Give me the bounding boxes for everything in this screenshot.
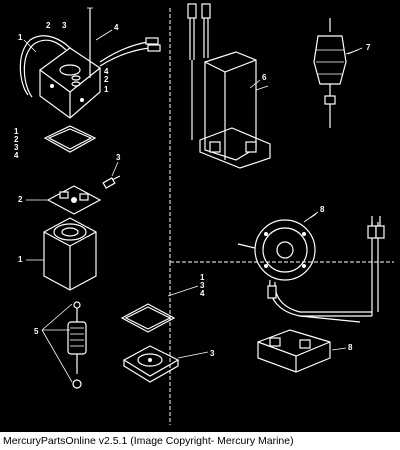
stack-right-3: 3 — [200, 281, 205, 290]
stack-left-4: 4 — [14, 151, 19, 160]
image-caption: MercuryPartsOnline v2.5.1 (Image Copyrig… — [3, 435, 294, 447]
callout-3-bottom: 3 — [210, 349, 215, 358]
armature — [67, 301, 87, 389]
stack-left-1: 1 — [14, 127, 19, 136]
divider-lines — [169, 8, 394, 425]
callout-4-top: 4 — [114, 23, 119, 32]
brush-plate — [46, 175, 121, 215]
callout-3-top: 3 — [62, 21, 67, 30]
callout-2-top: 2 — [46, 21, 51, 30]
callout-6: 6 — [262, 73, 267, 82]
callout-5: 5 — [34, 327, 39, 336]
callout-1-mid: 1 — [18, 255, 23, 264]
callout-2-mid: 2 — [18, 195, 23, 204]
stack-left-2: 2 — [14, 135, 19, 144]
callout-labels: 1 2 3 4 4 2 1 6 7 1 2 3 4 3 2 1 8 1 3 4 … — [14, 21, 371, 358]
terminal-block — [257, 329, 331, 373]
caption-bar — [0, 432, 400, 450]
end-cap — [122, 345, 180, 383]
callout-7: 7 — [366, 43, 371, 52]
gasket-lower — [120, 303, 176, 333]
stack-left-3: 3 — [14, 143, 19, 152]
callout-3-mid: 3 — [116, 153, 121, 162]
callout-2-top-b: 2 — [104, 75, 109, 84]
stack-right-4: 4 — [200, 289, 205, 298]
callout-4-top-b: 4 — [104, 67, 109, 76]
parts-diagram: 1 2 3 4 4 2 1 6 7 1 2 3 4 3 2 1 8 1 3 4 … — [14, 3, 394, 425]
motor-cover-assembly — [19, 7, 161, 119]
end-plate-assembly — [237, 213, 385, 323]
motor-housing — [43, 217, 97, 291]
gasket-upper — [43, 125, 97, 153]
callout-8-bottom: 8 — [348, 343, 353, 352]
callout-8-top: 8 — [320, 205, 325, 214]
callout-1-top-b: 1 — [104, 85, 109, 94]
stack-right-1: 1 — [200, 273, 205, 282]
leader-lines — [23, 29, 363, 383]
callout-1-top: 1 — [18, 33, 23, 42]
inline-component — [313, 18, 359, 128]
pump-solenoid-assembly — [187, 3, 271, 169]
